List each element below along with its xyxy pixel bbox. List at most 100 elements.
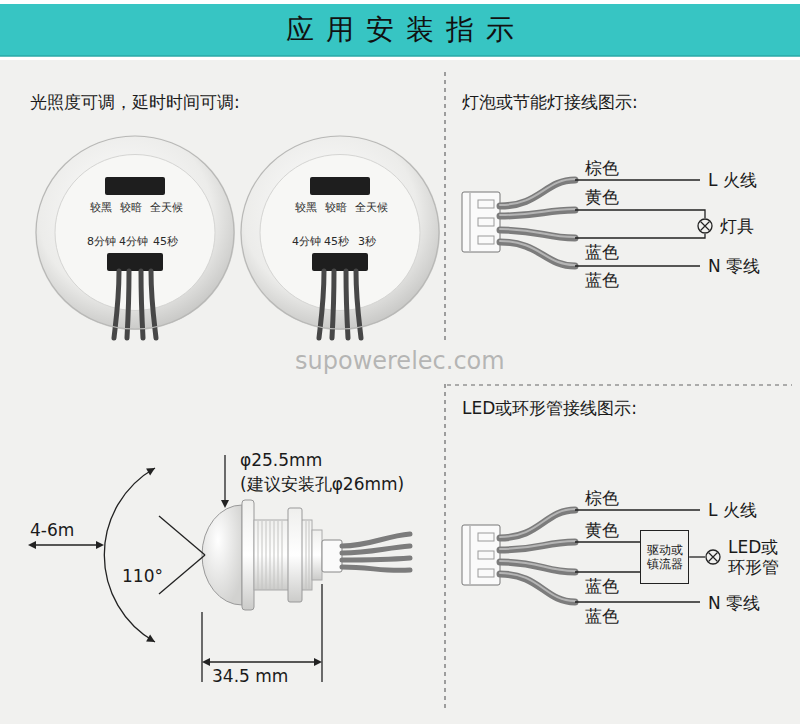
plug-edge [470,193,471,251]
switch-setting: 45秒 [324,235,349,248]
cable [500,180,575,206]
section-dividers [445,72,792,712]
lamp-label: LED或环形管 [728,537,786,577]
wire-color: 蓝色 [585,242,619,262]
angle-line [159,555,205,594]
cable-highlight [500,229,575,237]
switch-slot [107,253,163,271]
switch-setting: 较暗 [325,201,347,214]
sensor-front-view [35,135,235,338]
plug [462,525,500,585]
flange [242,500,254,610]
cable [500,210,575,216]
sensor-face: 较黑较暗全天候8分钟4分钟45秒 [35,135,235,330]
plug-edge [470,526,471,584]
section-heading: 灯泡或节能灯接线图示: [462,92,638,112]
switch-setting: 4分钟 [119,235,148,248]
wire-color: 棕色 [585,488,619,508]
cable [500,562,575,572]
wires [575,510,700,602]
wire-color: 黄色 [585,520,619,540]
arrowhead [221,500,229,508]
sensor-face: 较黑较暗全天候4分钟45秒3秒 [240,135,440,330]
plug-slot [478,236,494,244]
wires [575,180,705,266]
arrowhead [28,541,36,549]
divider-line [444,72,445,340]
wire-color: 棕色 [585,158,619,178]
sensor-disc [240,135,440,330]
cable-highlight [500,573,575,601]
plug-slot [478,218,494,226]
arrowheads [28,468,322,666]
lamp-cross [701,222,710,231]
plug [462,192,500,252]
lamp-symbol [705,549,721,565]
wire-connector [689,556,705,557]
paper-ground [0,60,800,724]
cable-highlights [500,179,575,265]
nut [288,508,302,602]
header-rule [0,55,800,57]
lamp-circle [706,550,720,564]
arrowhead [96,541,104,549]
switch-setting: 较黑 [295,201,317,214]
angle-arc [104,468,155,642]
sensor-front-view [240,135,440,338]
cable-highlight [500,541,575,549]
install-note: (建议安装孔φ26mm) [240,474,404,494]
extension-line [201,612,202,682]
extension-line [321,584,322,682]
section-heading: 光照度可调，延时时间可调: [30,92,240,112]
cables [500,180,575,266]
sensor-face [55,155,215,311]
bulb-wiring [462,179,705,266]
plug [322,540,342,572]
sensor-side-view [28,455,410,682]
plug-slot [478,569,494,577]
cable [342,534,410,546]
cables [500,510,575,602]
lamp-symbol: LED或环形管 [705,537,786,577]
cable-highlights [500,509,575,601]
cable [500,242,575,266]
dimension: 34.5 mm [212,666,288,686]
switch-setting: 45秒 [153,235,178,248]
dimension: 4-6m [30,520,74,540]
watermark: supowerelec.com [295,346,505,376]
switch-slot [312,253,368,271]
wire-color: 蓝色 [585,576,619,596]
switch-slot [310,177,370,195]
terminal-label: N 零线 [708,593,760,613]
plug-slot [478,200,494,208]
wire [332,271,334,338]
cable [500,574,575,602]
wire-color: 蓝色 [585,606,619,626]
cable-highlight [500,209,575,215]
cable [500,230,575,238]
section-heading: LED或环形管接线图示: [462,398,637,418]
switch-setting: 4分钟 [292,235,321,248]
lens-dome [202,505,242,605]
cable [342,567,410,570]
lamp-label: 灯具 [720,216,754,236]
switch-slot [105,177,165,195]
sensor-outline [240,135,440,330]
switch-setting: 全天候 [355,201,388,214]
box-label: 驱动或镇流器 [646,543,683,571]
sensor-face [260,155,420,311]
plug-slot [478,533,494,541]
wire [127,271,129,338]
cable [500,542,575,550]
sensor-outline [35,135,235,330]
arrowhead [314,658,322,666]
cable [342,558,410,560]
wire-color: 蓝色 [585,270,619,290]
header-band [0,4,800,56]
dimension: φ25.5mm [240,450,322,470]
diameter-leader [224,455,225,501]
cable-highlight [500,241,575,265]
arrowhead [202,658,210,666]
live-wire [575,179,700,180]
